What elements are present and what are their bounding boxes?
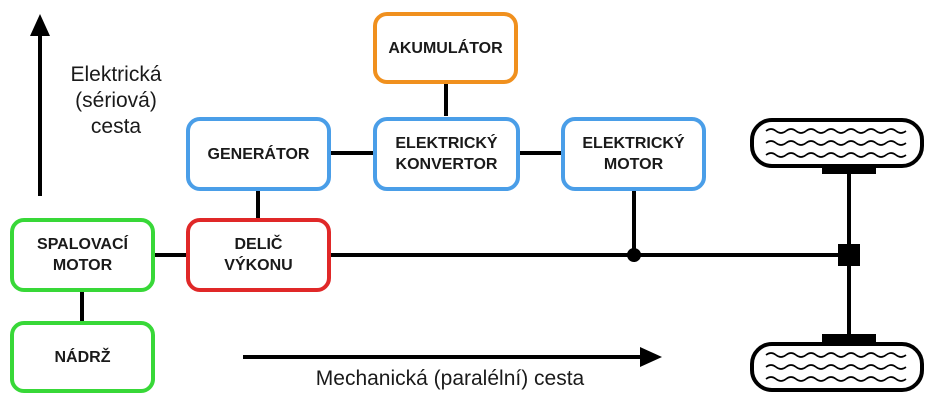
upper-wheel-icon (750, 118, 924, 168)
power-splitter-block: DELIČ VÝKONU (186, 218, 331, 292)
mechanical-path-arrowhead (640, 347, 662, 367)
electric-converter-block: ELEKTRICKÝ KONVERTOR (373, 117, 520, 191)
electric-motor-block: ELEKTRICKÝ MOTOR (561, 117, 706, 191)
combustion-engine-block: SPALOVACÍ MOTOR (10, 218, 155, 292)
tank-block: NÁDRŽ (10, 321, 155, 393)
lower-wheel-icon (750, 342, 924, 392)
electric-path-label: Elektrická (sériová) cesta (70, 63, 162, 138)
differential (838, 244, 860, 266)
shaft-junction-dot (627, 248, 641, 262)
mechanical-path-label: Mechanická (paralélní) cesta (315, 367, 585, 390)
accumulator-block: AKUMULÁTOR (373, 12, 518, 84)
electric-path-arrowhead (30, 14, 50, 36)
generator-block: GENERÁTOR (186, 117, 331, 191)
